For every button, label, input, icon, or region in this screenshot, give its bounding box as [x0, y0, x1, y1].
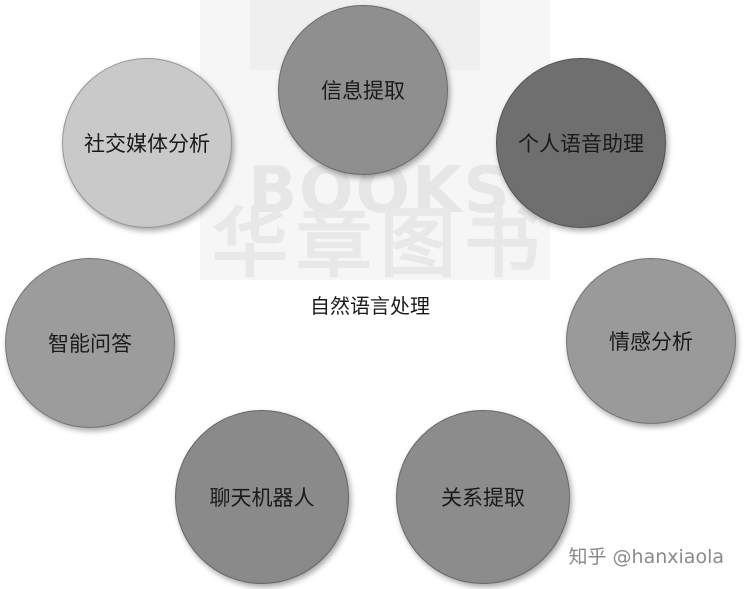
node-social-media-analysis: 社交媒体分析 [62, 58, 232, 228]
watermark-text-cn: 华章图书 [212, 199, 548, 288]
node-label: 智能问答 [48, 332, 132, 356]
node-intelligent-qa: 智能问答 [5, 258, 175, 428]
node-chatbot: 聊天机器人 [175, 410, 349, 584]
node-label: 聊天机器人 [209, 486, 315, 510]
node-info-extraction: 信息提取 [278, 5, 448, 175]
node-label: 社交媒体分析 [84, 132, 210, 156]
node-label: 信息提取 [321, 79, 405, 103]
node-label: 个人语音助理 [518, 132, 644, 156]
source-credit: 知乎 @hanxiaola [564, 540, 728, 571]
node-label: 关系提取 [441, 486, 525, 510]
center-label: 自然语言处理 [310, 294, 430, 318]
node-sentiment-analysis: 情感分析 [566, 258, 736, 424]
node-relation-extraction: 关系提取 [396, 410, 570, 584]
node-label: 情感分析 [609, 330, 693, 354]
node-personal-voice-assistant: 个人语音助理 [496, 58, 666, 228]
